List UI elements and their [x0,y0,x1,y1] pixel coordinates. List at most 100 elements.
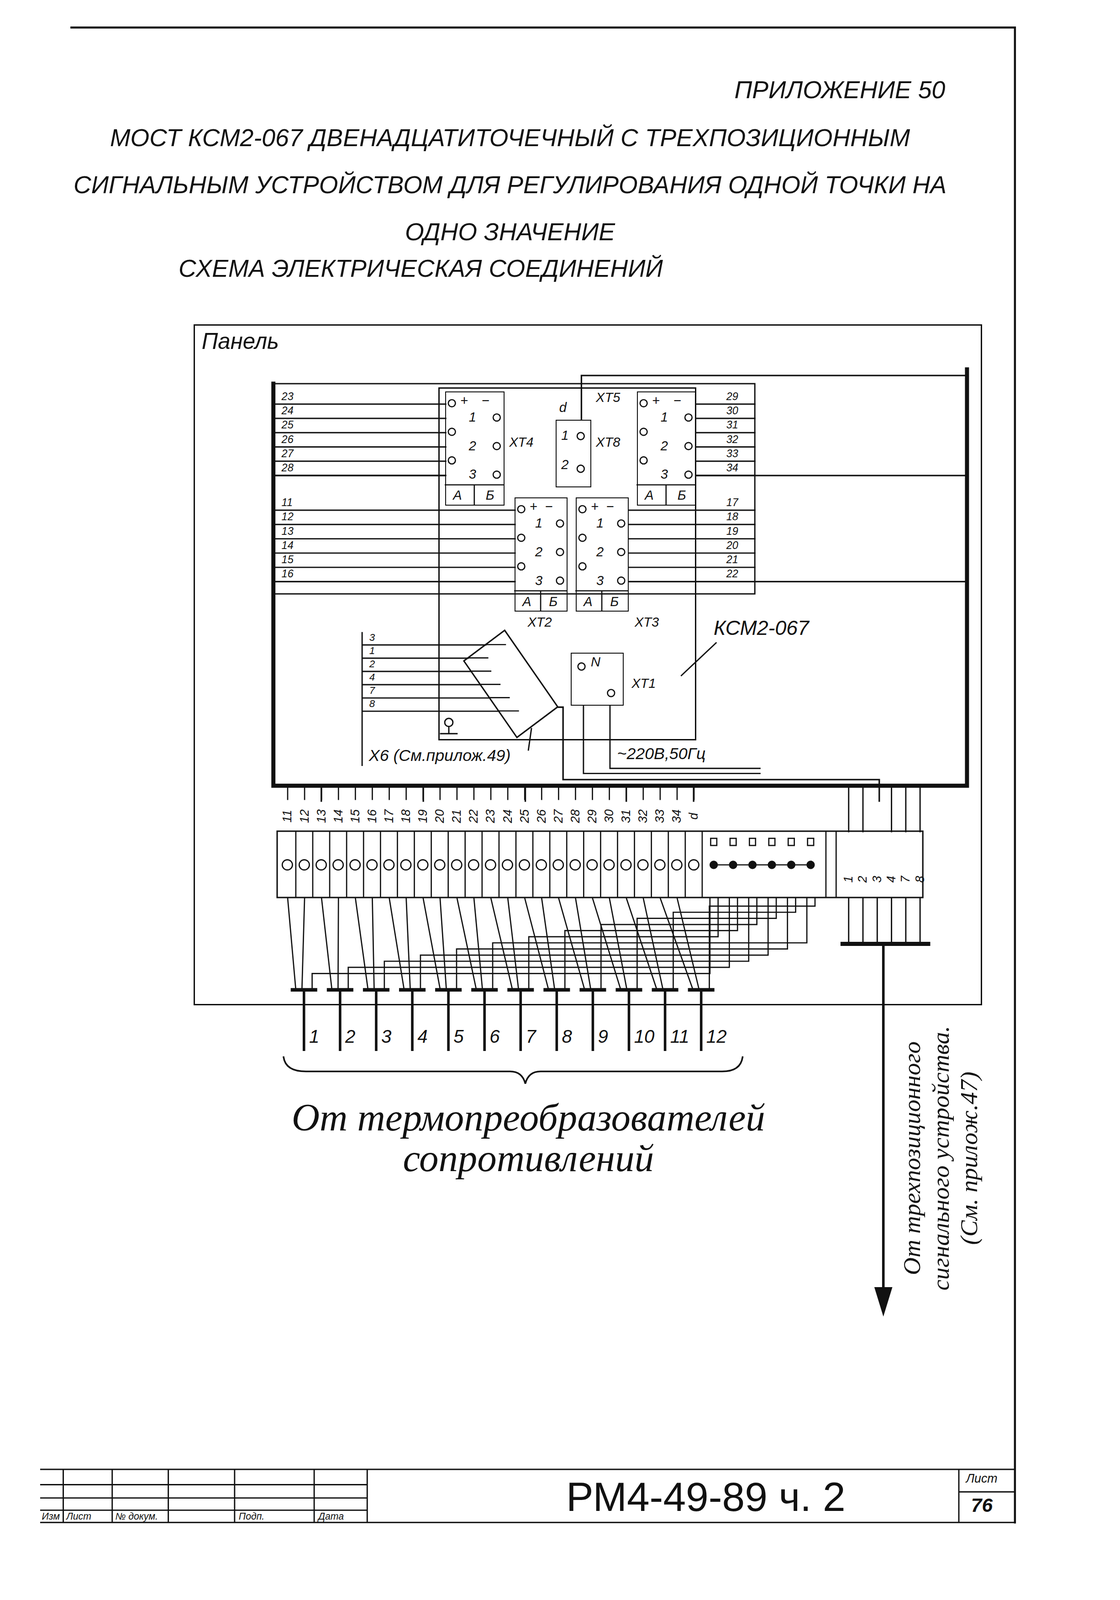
terminal-screw [654,859,665,870]
sensor-wire [457,897,483,990]
terminal-divider [464,830,466,898]
terminal-divider [650,830,653,898]
cable-line [555,989,559,1051]
sensor-wire [592,897,628,990]
terminal-screw [315,859,327,870]
jumper-clip [788,838,794,846]
terminal-mark: 1 [535,516,543,531]
terminal-mark: 1 [468,410,477,425]
wire-number: 26 [281,434,294,445]
terminal-number: 21 [450,809,463,823]
bridge-instrument: КСМ2-067ХТ4+−123АБХТ8d12ХТ5+−123АБХТ2+−1… [438,387,697,741]
terminal-screw [451,859,462,870]
harness-drop [304,785,306,800]
harness-drop [608,785,610,800]
wire-number: 33 [726,448,739,459]
terminal-divider [413,830,416,898]
terminal-number: 12 [298,809,311,823]
wire-number: 1 [369,645,375,656]
terminal-screw [367,859,378,870]
signal-cable-wires [848,897,921,944]
stamp-cell: Дата [318,1510,344,1521]
linked-terminal [787,861,795,869]
terminal-mark: 3 [468,467,477,482]
harness-drop [591,785,594,800]
terminal-number: 24 [501,809,514,823]
wire-number: 16 [281,568,294,579]
terminal-screw [333,859,344,870]
harness-drop [439,785,441,800]
terminal-block: ХТ2+−123АБ [514,497,568,612]
node-drawing [463,630,558,738]
terminal-mark: 2 [561,457,569,472]
terminal-screw [671,859,682,870]
harness-drop [676,785,679,800]
terminal-screw [282,859,293,870]
cell-divider [636,484,696,506]
terminal-screw [685,442,693,450]
sensor-wire [287,897,305,990]
jumper-clip [749,838,756,846]
harness-drops [848,785,921,832]
linked-terminal [729,861,737,869]
terminal-divider [667,830,669,898]
terminal-screw [493,470,501,479]
device-label: КСМ2-067 [713,617,810,639]
terminal-screw [400,859,411,870]
linked-terminal [748,861,757,869]
arrow-head [875,1287,892,1314]
terminal-mark: 3 [535,573,543,588]
terminal-number: 2 [856,875,869,883]
terminal-block: ХТ3+−123АБ [575,497,629,612]
diagram-title: МОСТ КСМ2-067 ДВЕНАДЦАТИТОЧЕЧНЫЙ С ТРЕХП… [40,114,979,255]
terminal-screw [685,413,693,421]
terminal-divider [532,830,534,898]
terminal-screw [448,428,456,436]
terminal-screw [493,442,501,450]
cable-harness [273,369,968,786]
cable-number: 9 [598,1027,609,1046]
wire-number: 17 [726,497,739,508]
terminal-divider [312,830,314,898]
wire-number: 23 [281,391,294,402]
terminal-screw [578,662,586,670]
terminal-divider [566,830,568,898]
cable-number: 11 [670,1027,690,1046]
source-note: От термопреобразователей сопротивлений [252,1096,804,1179]
terminal-mark: А [452,488,462,502]
stamp-cell: № докум. [115,1510,158,1521]
terminal-mark: 1 [596,516,604,531]
terminal-mark: А [522,594,532,609]
terminal-divider [379,830,382,898]
terminal-screw [556,520,564,528]
sheet-frame [71,27,1015,1522]
block-label: ХТ8 [595,435,621,449]
wire-number: 4 [369,672,375,683]
cable-line [591,989,595,1051]
stamp-cell: Лист [66,1510,92,1521]
terminal-number: 19 [416,809,430,823]
terminal-number: 28 [568,809,582,823]
terminal-screw [517,562,526,570]
linked-terminal [768,861,776,869]
sensor-wire [389,897,411,990]
wire-lines [629,404,755,582]
harness-drop [456,785,458,800]
wire-number: 21 [726,554,739,565]
cable-number: 3 [381,1027,392,1046]
terminal-screw [556,548,564,556]
terminal-mark: + [460,394,468,408]
terminal-screw [519,859,530,870]
terminal-screw [640,456,648,464]
harness-drop [574,785,577,800]
cable-line [446,989,450,1051]
signal-cable-bar [842,941,929,946]
cable-line [627,989,631,1051]
wire-frame [273,383,755,594]
terminal-divider [481,830,484,898]
plug-outline [463,630,558,738]
wire-number: 24 [281,405,294,416]
linked-terminal [709,861,718,869]
terminal-divider [684,830,687,898]
